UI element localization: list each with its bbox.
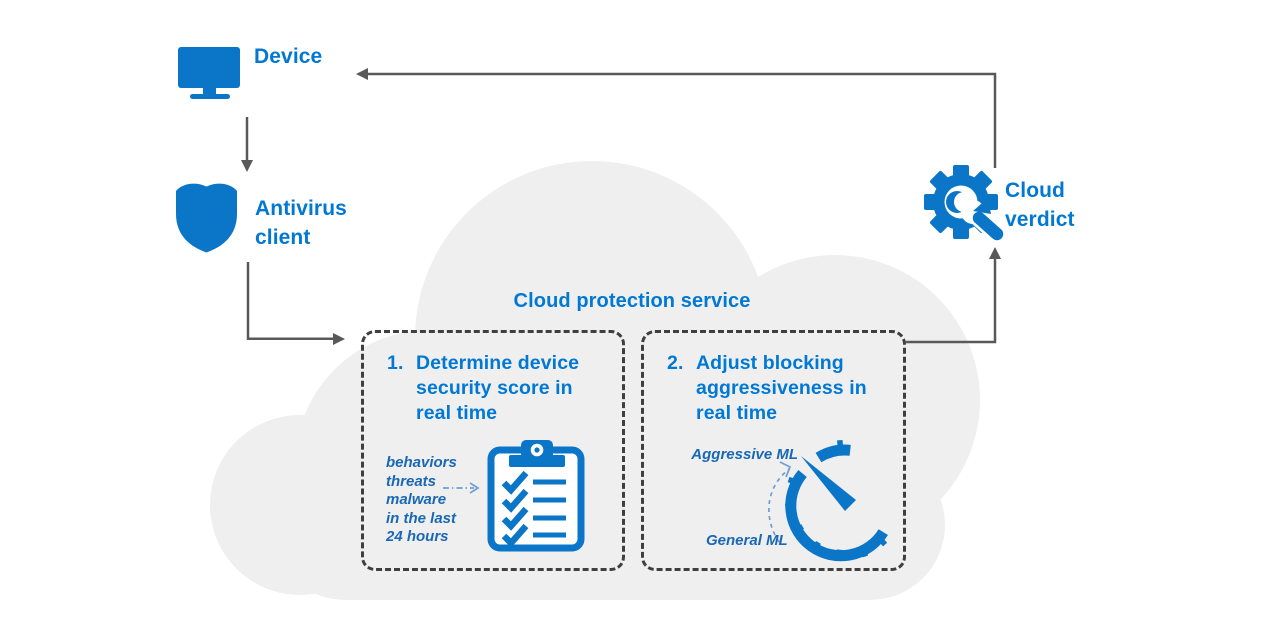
gauge-needle bbox=[801, 456, 856, 511]
annotation-arrow bbox=[443, 482, 480, 494]
gear-wrench-icon bbox=[924, 165, 1006, 243]
antivirus-client-label: Antivirus client bbox=[255, 197, 347, 249]
cloud-verdict-label: Cloud verdict bbox=[1005, 179, 1075, 231]
monitor-icon bbox=[178, 47, 240, 99]
flow-arrows bbox=[241, 68, 1001, 345]
step1-number: 1. bbox=[387, 352, 404, 374]
device-label: Device bbox=[254, 45, 323, 68]
step2-heading: Adjust blocking aggressiveness in real t… bbox=[696, 352, 867, 424]
arrow-step2-to-verdict bbox=[906, 247, 1001, 344]
step1-box bbox=[361, 330, 625, 571]
step1-heading: Determine device security score in real … bbox=[416, 352, 580, 424]
gauge-range-arrow bbox=[768, 461, 792, 543]
step2-number: 2. bbox=[667, 352, 684, 374]
score-inputs-annotation: behaviors threats malware in the last 24… bbox=[386, 454, 457, 545]
cloud-protection-service-title: Cloud protection service bbox=[513, 290, 751, 312]
arrow-device-to-antivirus bbox=[241, 117, 253, 172]
clipboard-checklist-icon bbox=[487, 440, 585, 552]
arrow-antivirus-to-cloud bbox=[246, 262, 345, 345]
step2-box bbox=[641, 330, 906, 571]
gauge-icon bbox=[784, 439, 888, 562]
general-ml-label: General ML bbox=[706, 532, 788, 549]
arrow-verdict-to-device bbox=[356, 68, 997, 168]
shield-icon bbox=[176, 183, 237, 253]
aggressive-ml-label: Aggressive ML bbox=[691, 446, 798, 463]
